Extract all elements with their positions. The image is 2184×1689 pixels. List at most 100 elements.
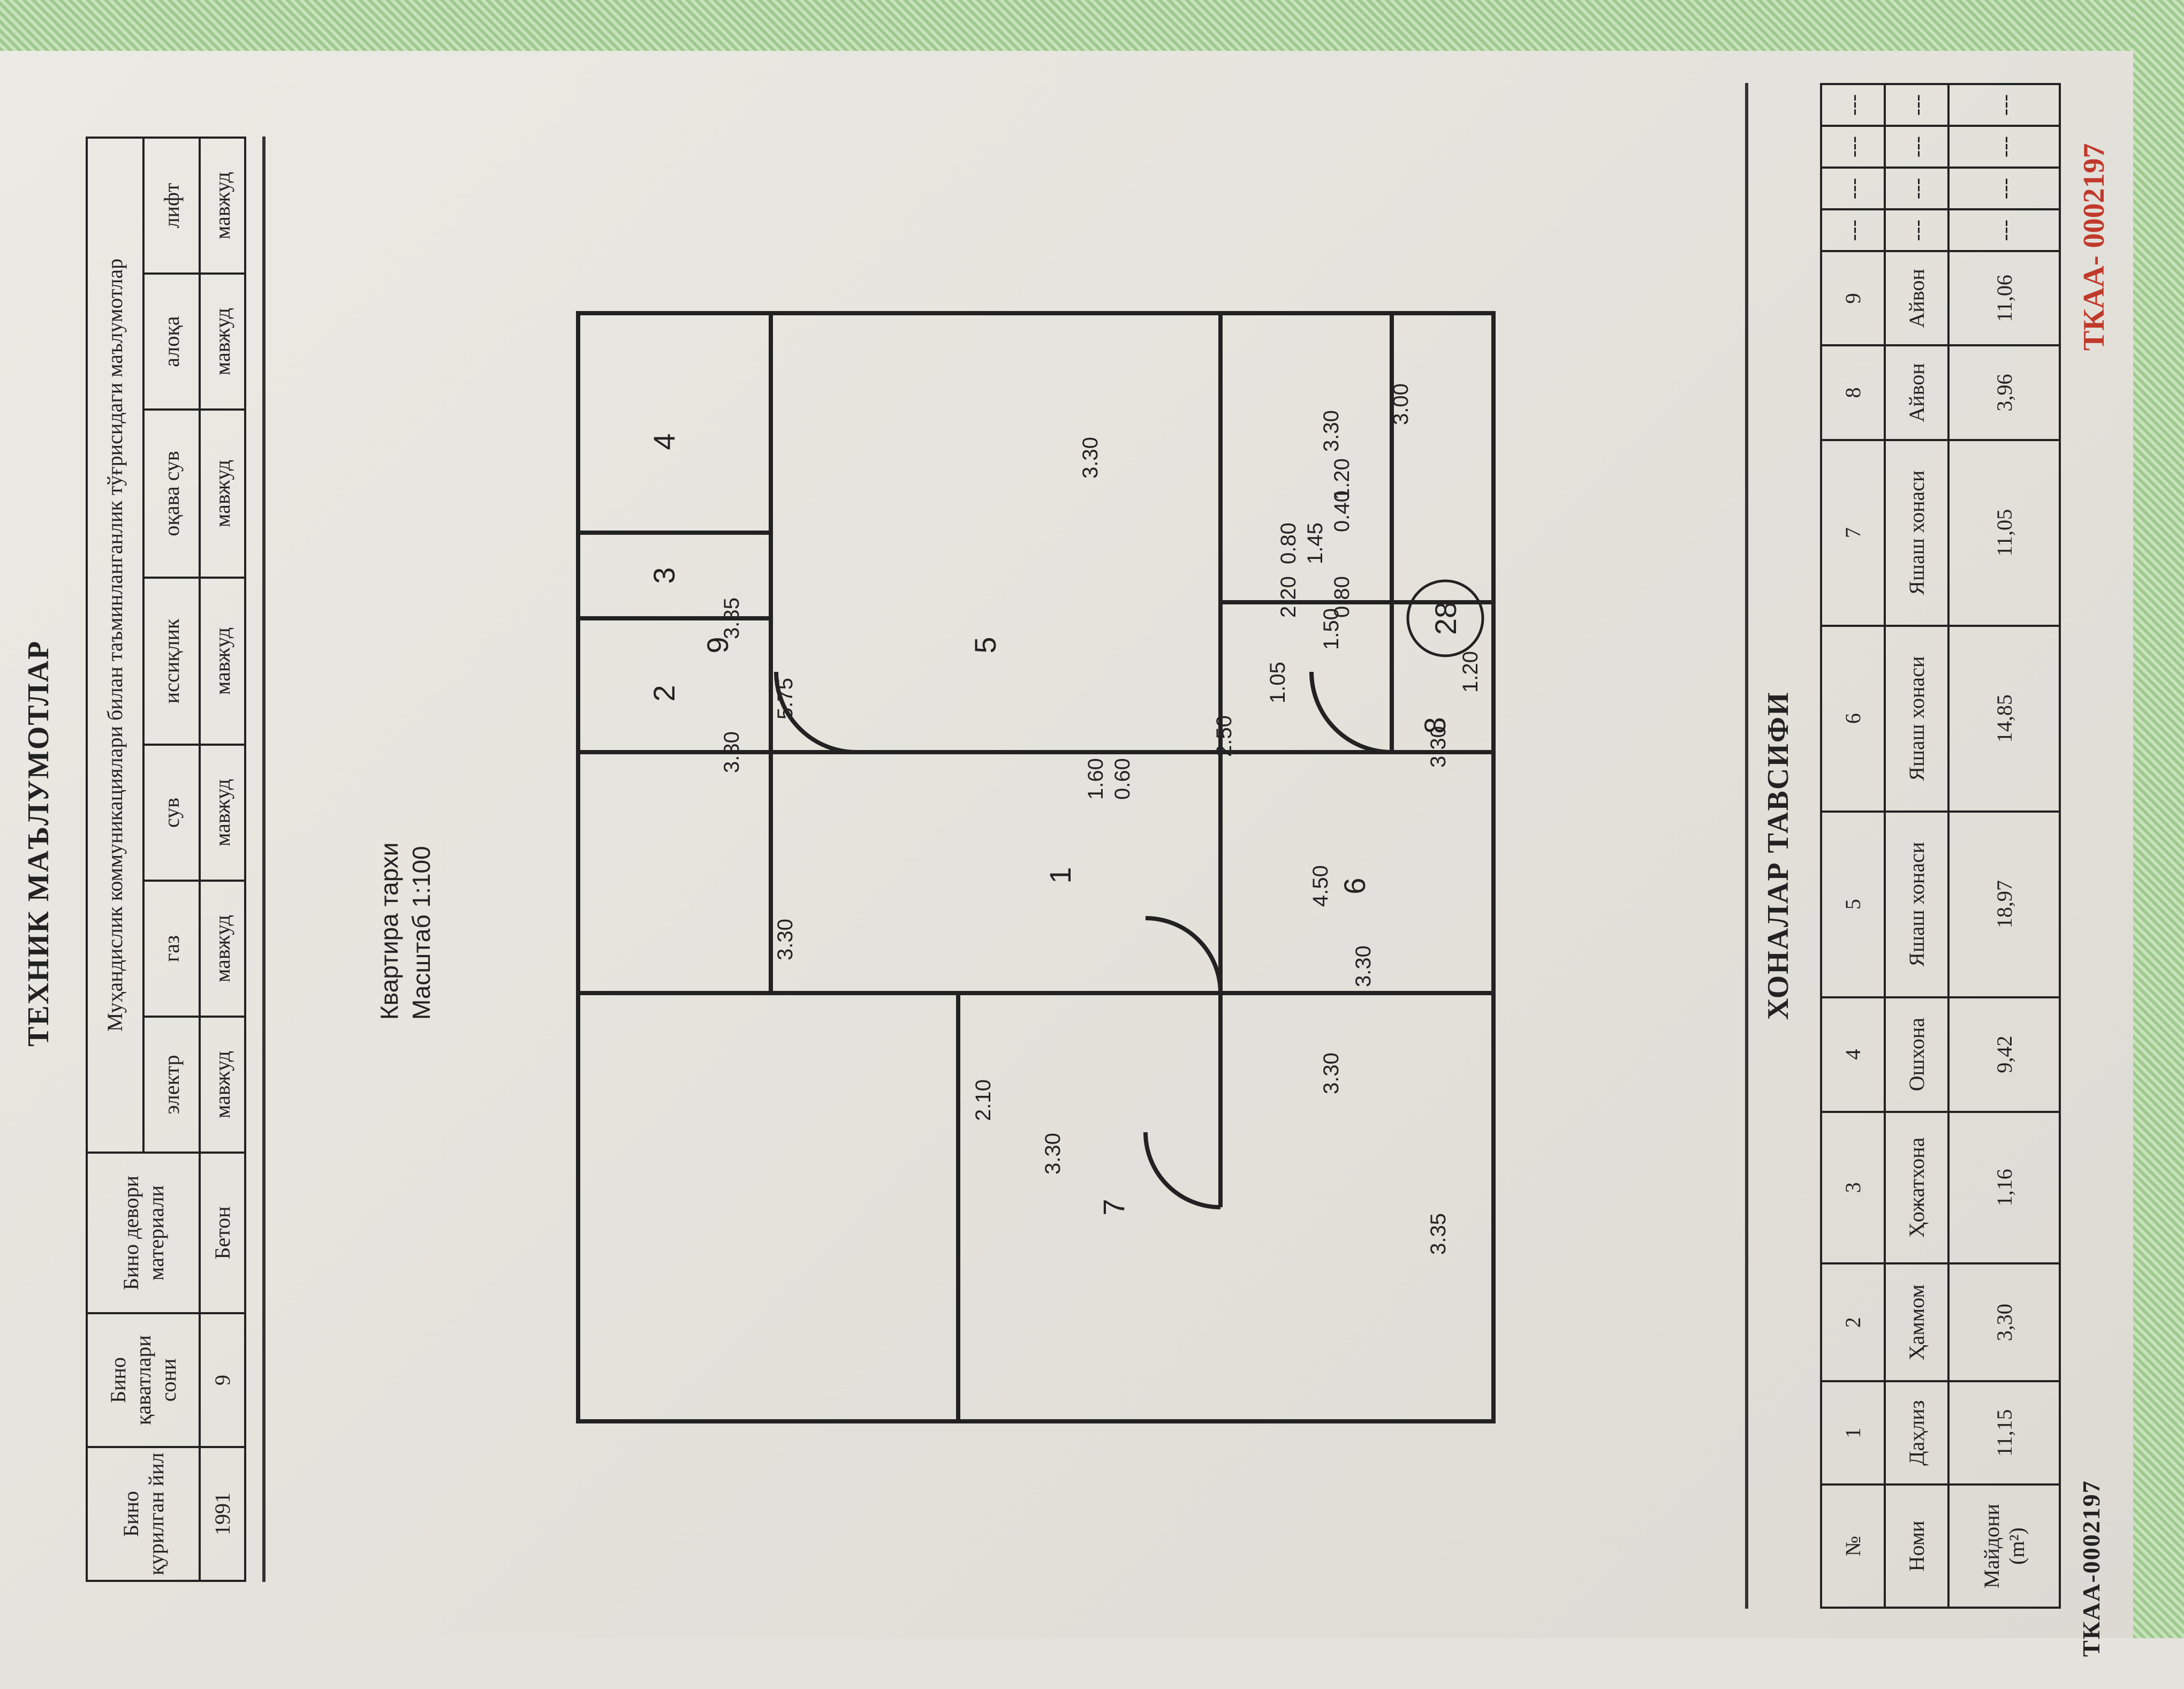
room-area: 11,05	[1948, 440, 2060, 626]
plan-title: Квартира тархи	[375, 842, 403, 1020]
dimension-label: 3.30	[720, 731, 744, 773]
room-name: Яшаш хонаси	[1885, 811, 1949, 997]
room-name: Даҳлиз	[1885, 1381, 1949, 1484]
room-number: 6	[1338, 877, 1371, 894]
dimension-label: 0.40	[1330, 490, 1354, 532]
utility-label: сув	[143, 745, 200, 881]
room-area: ---	[1948, 209, 2060, 252]
room-name: ---	[1885, 84, 1949, 126]
apartment-number: 28	[1429, 602, 1462, 635]
tech-col-year: Бино қурилган йил	[87, 1447, 200, 1581]
room-name: Яшаш хонаси	[1885, 625, 1949, 812]
tech-col-floors: Бино қаватлари сони	[87, 1313, 200, 1447]
dimension-label: 5.75	[774, 678, 797, 719]
dimension-label: 0.80	[1277, 522, 1300, 564]
room-no: 8	[1821, 345, 1885, 440]
room-no: ---	[1821, 209, 1885, 252]
header-area: Майдони (m²)	[1948, 1484, 2060, 1608]
utility-label: электр	[143, 1017, 200, 1153]
tech-heading: ТЕХНИК МАЪЛУМОТЛАР	[22, 640, 55, 1047]
dimension-label: 1.05	[1266, 662, 1290, 703]
dimension-label: 4.50	[1309, 865, 1332, 907]
dimension-label: 3.35	[720, 597, 744, 639]
room-no: 9	[1821, 251, 1885, 346]
rooms-table: № 1 2 3 4 5 6 7 8 9 --- --- --- --- Номи…	[1820, 83, 2061, 1609]
dimension-label: 3.00	[1389, 383, 1413, 425]
room-name: Яшаш хонаси	[1885, 440, 1949, 626]
utility-value: мавжуд	[200, 274, 245, 410]
utility-value: мавжуд	[200, 410, 245, 578]
utility-value: мавжуд	[200, 881, 245, 1017]
room-no: 4	[1821, 997, 1885, 1112]
dimension-label: 0.60	[1111, 758, 1134, 800]
room-area: 1,16	[1948, 1111, 2060, 1264]
utility-label: газ	[143, 881, 200, 1017]
decorative-border-right	[2133, 0, 2184, 1638]
room-name: Ҳаммом	[1885, 1263, 1949, 1382]
header-name: Номи	[1885, 1484, 1949, 1608]
room-number: 2	[647, 685, 681, 701]
room-name: ---	[1885, 126, 1949, 168]
room-area: 18,97	[1948, 811, 2060, 997]
rotated-document: ТЕХНИК МАЪЛУМОТЛАР Бино қурилган йил Бин…	[0, 51, 2133, 1689]
dimension-label: 3.30	[1079, 437, 1102, 479]
tech-table: Бино қурилган йил Бино қаватлари сони Би…	[86, 137, 246, 1582]
room-no: 2	[1821, 1263, 1885, 1382]
room-number: 5	[968, 637, 1002, 653]
room-no: 3	[1821, 1111, 1885, 1264]
dimension-label: 3.30	[1352, 945, 1375, 987]
dimension-label: 0.80	[1330, 576, 1354, 618]
room-area: ---	[1948, 84, 2060, 126]
dimension-label: 3.30	[1427, 726, 1450, 768]
room-number: 9	[701, 637, 734, 653]
dimension-label: 1.20	[1459, 651, 1482, 693]
utility-label: алоқа	[143, 274, 200, 410]
dimension-label: 3.30	[1041, 1133, 1065, 1175]
serial-number: ТКАА-0002197	[2077, 1480, 2105, 1657]
utility-value: мавжуд	[200, 745, 245, 881]
room-number: 4	[647, 433, 681, 450]
decorative-border-top	[0, 0, 2184, 51]
room-name: Айвон	[1885, 251, 1949, 346]
room-area: 14,85	[1948, 625, 2060, 812]
room-no: 7	[1821, 440, 1885, 626]
dimension-label: 3.30	[1320, 410, 1343, 452]
room-name: Ҳожатхона	[1885, 1111, 1949, 1264]
room-area: 3,30	[1948, 1263, 2060, 1382]
room-number: 1	[1043, 867, 1077, 883]
room-area: ---	[1948, 126, 2060, 168]
room-no: ---	[1821, 126, 1885, 168]
utility-label: лифт	[143, 138, 200, 274]
room-area: 9,42	[1948, 997, 2060, 1112]
room-number: 8	[1418, 717, 1452, 733]
dimension-label: 2.50	[1212, 715, 1236, 757]
tech-material: Бетон	[200, 1153, 245, 1313]
floor-plan: 28 1 2 3 4 5 6 7 8 9 3.30 2.10 1.60 0.60…	[576, 311, 1496, 1423]
room-no: 5	[1821, 811, 1885, 997]
room-number: 7	[1097, 1199, 1131, 1215]
utility-value: мавжуд	[200, 138, 245, 274]
tech-year: 1991	[200, 1447, 245, 1581]
rooms-heading: ХОНАЛАР ТАВСИФИ	[1762, 691, 1795, 1020]
room-name: ---	[1885, 168, 1949, 210]
tech-floors: 9	[200, 1313, 245, 1447]
tech-col-material: Бино девори материали	[87, 1153, 200, 1313]
room-no: 1	[1821, 1381, 1885, 1484]
dimension-label: 1.20	[1330, 458, 1354, 500]
dimension-label: 1.60	[1084, 758, 1108, 800]
dimension-label: 2.10	[972, 1079, 995, 1121]
utility-value: мавжуд	[200, 1017, 245, 1153]
apartment-number-circle	[1406, 579, 1484, 657]
dimension-label: 3.35	[1427, 1213, 1450, 1255]
room-number: 3	[647, 567, 681, 584]
room-name: Ошхона	[1885, 997, 1949, 1112]
utility-label: оқава сув	[143, 410, 200, 578]
utility-label: иссиқлик	[143, 577, 200, 745]
tech-comm-title: Муҳандислик коммуникациялари билан таъми…	[87, 138, 143, 1153]
divider-line	[1745, 83, 1748, 1609]
room-no: ---	[1821, 84, 1885, 126]
serial-stamp: ТКАА- 0002197	[2077, 143, 2111, 351]
header-no: №	[1821, 1484, 1885, 1608]
dimension-label: 3.30	[774, 919, 797, 960]
dimension-label: 1.45	[1303, 522, 1327, 564]
